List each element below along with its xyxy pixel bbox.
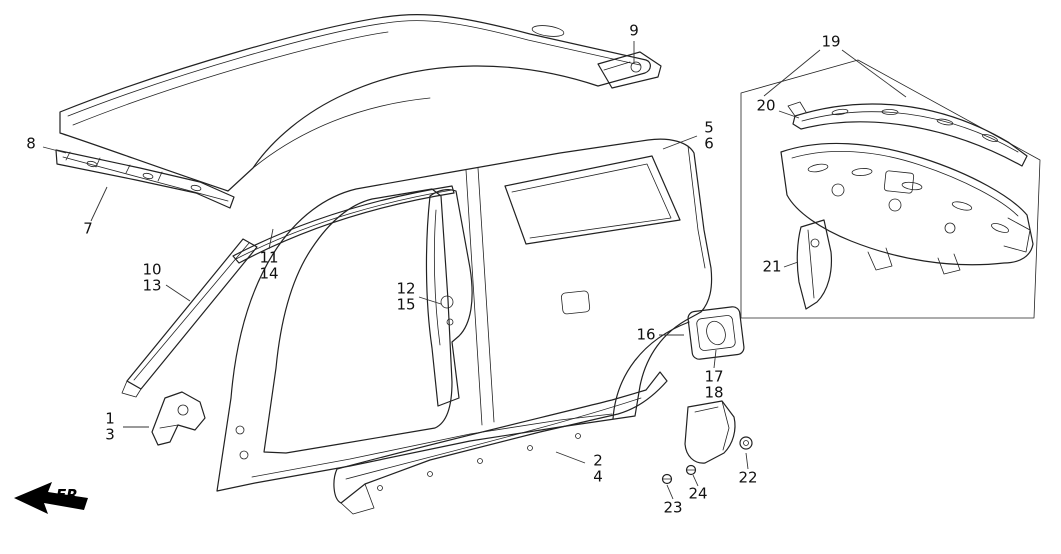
callout-leader-line — [841, 49, 907, 98]
front-pillar-stiffener — [121, 238, 258, 398]
callout-leader-line — [42, 146, 67, 154]
callout-leader-line — [713, 349, 717, 369]
callout-leader-line — [555, 451, 586, 464]
part-callout-18: 18 — [704, 384, 723, 402]
callout-leader-line — [90, 186, 108, 222]
part-callout-22: 22 — [738, 469, 757, 487]
rear-roof-rail — [787, 101, 1028, 167]
part-callout-1: 1 — [105, 410, 115, 428]
part-callout-4: 4 — [593, 468, 603, 486]
part-callout-10: 10 — [142, 261, 161, 279]
part-callout-3: 3 — [105, 426, 115, 444]
callout-leader-line — [662, 135, 698, 150]
center-pillar-stiffener — [425, 189, 473, 407]
part-callout-19: 19 — [821, 33, 840, 51]
roof-side-rail — [232, 185, 455, 264]
door-aperture — [263, 188, 453, 454]
front-roof-rail — [55, 149, 235, 209]
fr-arrow-icon — [14, 482, 88, 514]
part-callout-21: 21 — [762, 258, 781, 276]
fuel-filler-recess — [561, 290, 591, 315]
part-callout-17: 17 — [704, 368, 723, 386]
part-callout-24: 24 — [688, 485, 707, 503]
part-callout-13: 13 — [142, 277, 161, 295]
callout-leader-line — [165, 284, 191, 302]
part-callout-20: 20 — [756, 97, 775, 115]
callout-leader-line — [783, 261, 799, 268]
roof-panel — [59, 14, 651, 192]
part-callout-11: 11 — [259, 249, 278, 267]
part-callout-2: 2 — [593, 452, 603, 470]
roof-rear-bracket — [597, 51, 662, 89]
part-callout-14: 14 — [259, 265, 278, 283]
rear-assembly-box — [740, 59, 1041, 319]
rear-bulkhead-panel — [780, 142, 1034, 275]
part-callout-9: 9 — [629, 22, 639, 40]
wheel-arch — [612, 321, 690, 420]
rear-gutter-bracket — [684, 400, 736, 464]
quarter-window — [504, 155, 681, 245]
fr-direction-indicator: FR. — [14, 482, 88, 514]
callout-leader-line — [666, 484, 674, 500]
part-callout-6: 6 — [704, 135, 714, 153]
fr-label: FR. — [56, 486, 84, 504]
part-callout-15: 15 — [396, 296, 415, 314]
rear-panel-side-bracket — [796, 219, 833, 310]
fuel-filler-pocket — [687, 306, 745, 360]
callout-leader-line — [692, 474, 699, 487]
part-callout-23: 23 — [663, 499, 682, 517]
part-callout-12: 12 — [396, 280, 415, 298]
callout-leader-line — [778, 110, 800, 119]
fastener-nut — [739, 436, 753, 450]
rocker-sill-panel — [333, 371, 668, 515]
fastener-bolts — [661, 464, 697, 485]
callout-leader-line — [763, 49, 821, 97]
callout-leader-line — [268, 228, 274, 250]
callout-leader-line — [745, 452, 749, 470]
front-pillar-lower-bracket — [151, 391, 206, 446]
part-callout-16: 16 — [636, 326, 655, 344]
part-callout-7: 7 — [83, 220, 93, 238]
part-callout-5: 5 — [704, 119, 714, 137]
callout-leader-line — [418, 296, 442, 305]
body-side-outer-panel — [216, 138, 713, 492]
part-callout-8: 8 — [26, 135, 36, 153]
callout-leader-lines — [42, 41, 907, 500]
